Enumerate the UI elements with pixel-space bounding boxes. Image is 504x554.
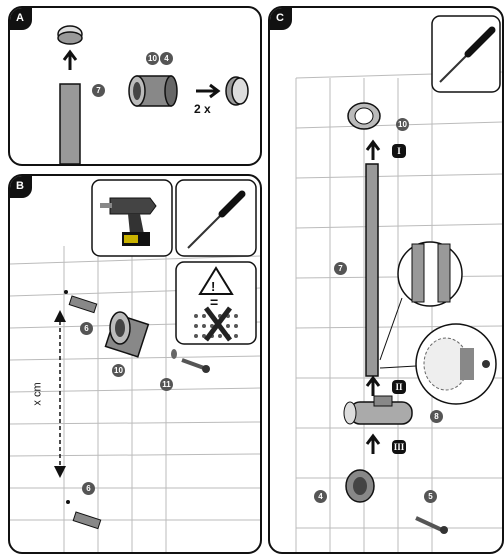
panel-b: B [8, 174, 262, 554]
panel-c: C [268, 6, 504, 554]
callout-anchor-top: 6 [80, 322, 93, 335]
quantity-label: 2 x [194, 102, 211, 116]
callout-screw: 5 [424, 490, 437, 503]
callout-part-10: 10 [146, 52, 159, 65]
end-cap-side [226, 77, 248, 105]
bottom-holder-part [346, 470, 374, 502]
step-1-badge: I [392, 144, 406, 158]
distance-label: x cm [32, 382, 44, 405]
callout-bottom-holder: 4 [314, 490, 327, 503]
callout-anchor-bottom: 6 [82, 482, 95, 495]
holder-part [105, 312, 148, 357]
arrow-up-icon [367, 378, 379, 396]
panel-c-illustration [270, 8, 502, 552]
screw-part [171, 349, 210, 373]
callout-rail: 7 [92, 84, 105, 97]
step-3-badge: III [392, 440, 406, 454]
wall-anchor-bottom [66, 500, 101, 529]
callout-part-4: 4 [160, 52, 173, 65]
callout-rail: 7 [334, 262, 347, 275]
callout-slider: 8 [430, 410, 443, 423]
top-holder-part [348, 103, 380, 129]
arrow-up-icon [367, 436, 379, 454]
panel-a-illustration [10, 8, 260, 164]
arrow-up-icon [64, 52, 76, 70]
warning-exclamation: ! [211, 279, 215, 294]
step-2-badge: II [392, 380, 406, 394]
rail [366, 164, 378, 376]
slider-part [344, 396, 412, 424]
callout-screw: 11 [160, 378, 173, 391]
warning-equals: = [210, 294, 218, 310]
callout-top-holder: 10 [396, 118, 409, 131]
rail [60, 84, 80, 164]
callout-holder: 10 [112, 364, 125, 377]
arrow-up-icon [367, 142, 379, 160]
holder-part [129, 76, 177, 106]
panel-b-illustration [10, 176, 260, 552]
arrow-right-icon [196, 85, 218, 97]
panel-a: A 7 10 4 2 x [8, 6, 262, 166]
